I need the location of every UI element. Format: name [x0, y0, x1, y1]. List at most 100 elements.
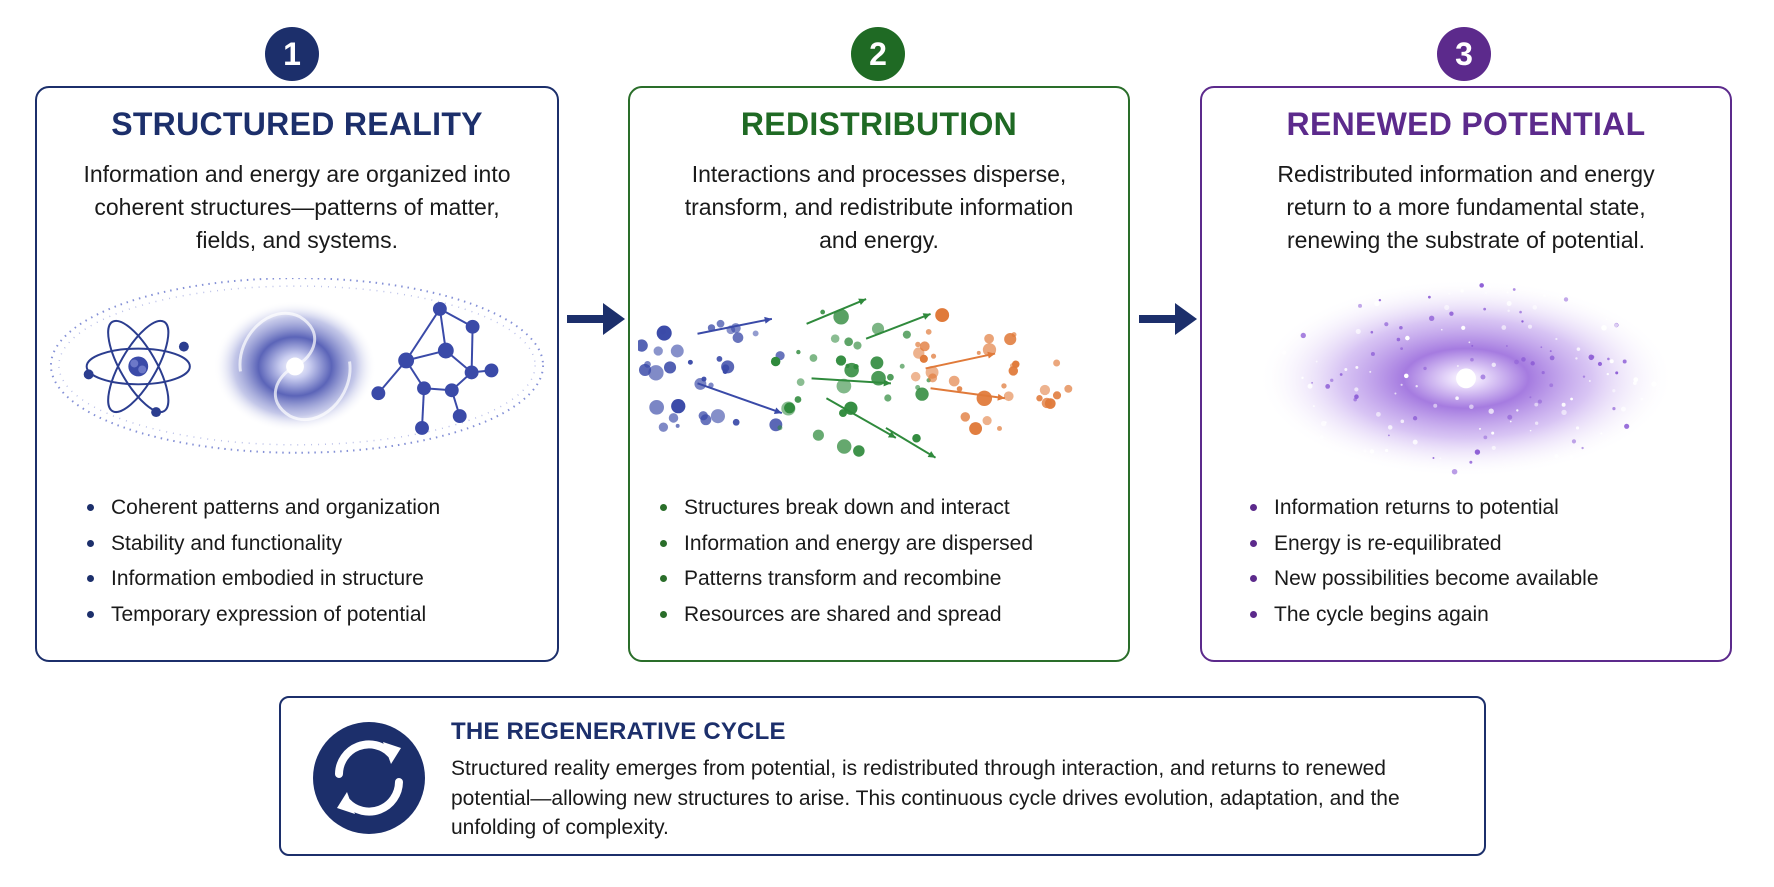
speck — [1491, 445, 1496, 450]
particle — [982, 343, 997, 357]
speck — [1358, 303, 1363, 308]
speck — [1440, 328, 1443, 331]
speck — [1485, 292, 1487, 294]
list-item: Stability and functionality — [87, 526, 537, 562]
speck — [1601, 324, 1607, 331]
arrowhead — [858, 298, 867, 305]
stage-3-title: RENEWED POTENTIAL — [1286, 106, 1646, 142]
particle — [1039, 384, 1051, 396]
particle — [870, 356, 884, 370]
speck — [1506, 291, 1509, 294]
bullet-text: Information and energy are dispersed — [684, 531, 1034, 555]
list-item: Structures break down and interact — [660, 490, 1108, 526]
speck — [1541, 371, 1545, 375]
list-item: New possibilities become available — [1250, 561, 1710, 597]
particle — [660, 329, 666, 335]
arrowhead — [987, 351, 996, 359]
speck — [1460, 289, 1464, 293]
direction-arrow — [806, 298, 867, 325]
speck — [1469, 404, 1474, 410]
speck — [1576, 347, 1581, 351]
arrowhead — [927, 451, 936, 458]
particle — [948, 375, 960, 387]
speck — [1468, 341, 1471, 344]
arrowhead — [922, 313, 931, 320]
particle — [716, 356, 723, 362]
speck — [1369, 370, 1372, 373]
stage-3-panel: RENEWED POTENTIAL Redistributed informat… — [1200, 86, 1732, 662]
particle — [796, 378, 805, 387]
particle — [648, 365, 664, 381]
speck — [1570, 397, 1573, 401]
speck — [1516, 409, 1519, 412]
stage-2-description: Interactions and processes disperse, tra… — [684, 161, 1074, 253]
direction-arrow — [697, 382, 783, 415]
particle — [853, 341, 862, 350]
speck — [1478, 427, 1481, 430]
speck — [1555, 337, 1558, 341]
particle — [982, 416, 992, 426]
particle — [638, 339, 648, 352]
bullet-text: Energy is re-equilibrated — [1274, 531, 1502, 555]
speck — [1369, 449, 1375, 454]
speck — [1521, 320, 1524, 323]
arrow-right-icon — [567, 303, 625, 335]
particle — [1008, 366, 1019, 376]
speck — [1521, 357, 1526, 362]
list-item: Resources are shared and spread — [660, 597, 1108, 633]
list-item: The cycle begins again — [1250, 597, 1710, 633]
bullet-text: New possibilities become available — [1274, 567, 1599, 590]
particle — [675, 423, 680, 428]
speck — [1540, 346, 1543, 349]
speck — [1461, 325, 1466, 330]
particle — [830, 334, 840, 343]
speck — [1385, 448, 1389, 453]
particle — [925, 328, 932, 335]
speck — [1620, 406, 1626, 412]
speck — [1339, 373, 1343, 376]
particle — [969, 422, 983, 436]
speck — [1439, 457, 1442, 460]
particle — [653, 346, 663, 356]
particle — [770, 356, 781, 367]
speck — [1470, 357, 1474, 362]
speck — [1606, 372, 1609, 376]
network-icon — [371, 301, 499, 435]
list-item: Energy is re-equilibrated — [1250, 526, 1710, 562]
stage-1-title: STRUCTURED REALITY — [111, 106, 483, 142]
speck — [1480, 374, 1486, 380]
stage-2-panel: REDISTRIBUTION Interactions and processe… — [628, 86, 1130, 662]
particle — [935, 308, 950, 323]
bullet-text: Temporary expression of potential — [111, 602, 427, 626]
speck — [1549, 355, 1555, 361]
particle — [902, 330, 911, 339]
particle — [844, 337, 854, 347]
arrow-right-icon — [1139, 303, 1197, 335]
speck — [1569, 454, 1574, 460]
list-item: Coherent patterns and organization — [87, 490, 537, 526]
particle — [670, 344, 684, 358]
speck — [1532, 305, 1538, 310]
cycle-title: THE REGENERATIVE CYCLE — [451, 718, 786, 745]
speck — [1354, 394, 1359, 399]
direction-arrow — [930, 387, 1006, 400]
speck — [1591, 355, 1595, 359]
speck — [1432, 457, 1435, 460]
particle — [796, 349, 801, 355]
particle — [915, 387, 929, 401]
stage-1-bullet-list: Coherent patterns and organization Stabi… — [87, 490, 537, 632]
particle — [925, 365, 939, 379]
speck — [1312, 405, 1315, 408]
speck — [1423, 366, 1427, 371]
particle — [671, 398, 686, 414]
particle — [833, 309, 849, 325]
stage-1-number-badge: 1 — [265, 27, 319, 81]
speck — [1581, 446, 1584, 450]
stage-3-description: Redistributed information and energy ret… — [1277, 161, 1655, 253]
speck — [1575, 426, 1580, 430]
speck — [1607, 357, 1610, 361]
speck — [1488, 408, 1494, 414]
speck — [1509, 420, 1512, 423]
speck — [1355, 328, 1361, 334]
particle — [912, 434, 921, 443]
